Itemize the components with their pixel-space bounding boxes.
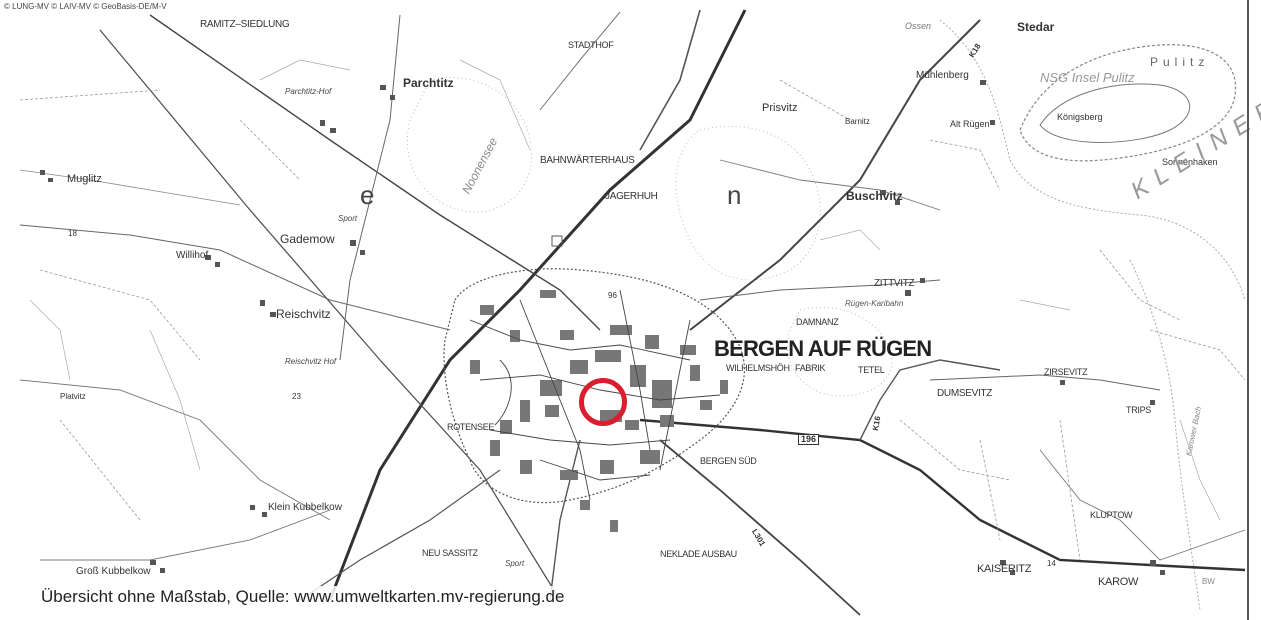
label-rotensee: ROTENSEE xyxy=(447,422,495,432)
label-zittvitz: ZITTVITZ xyxy=(874,278,915,289)
label-stadthof: STADTHOF xyxy=(568,40,614,50)
road-kluptow xyxy=(1039,449,1246,561)
dwelling-markers xyxy=(40,80,1165,575)
label-ossen: Ossen xyxy=(905,21,932,31)
elevation-18: 18 xyxy=(68,229,77,238)
road-muglitz xyxy=(19,169,241,206)
label-bahnwarterhaus: BAHNWÄRTERHAUS xyxy=(540,155,635,166)
copyright-note: © LUNG-MV © LAIV-MV © GeoBasis-DE/M-V xyxy=(4,2,167,11)
label-gademow: Gademow xyxy=(280,232,335,246)
label-reischvitz-hof: Reischvitz Hof xyxy=(285,357,337,366)
label-alt-rugen: Alt Rügen xyxy=(950,119,990,129)
label-damnanz: DAMNANZ xyxy=(796,317,839,327)
elevation-23: 23 xyxy=(292,392,301,401)
label-karow: KAROW xyxy=(1098,576,1139,588)
road-196 xyxy=(639,418,1246,572)
label-dumsevitz: DUMSEVITZ xyxy=(937,388,993,399)
label-rugen-karibahn: Rügen-Karibahn xyxy=(845,299,904,308)
road-buschvitz xyxy=(719,159,941,211)
label-buschvitz: Buschvitz xyxy=(846,189,903,203)
field-lines-2 xyxy=(29,59,1221,521)
road-east xyxy=(929,374,1161,391)
map-frame-border xyxy=(1247,0,1249,620)
railway-branch xyxy=(639,9,701,151)
label-wilhelmshoh: WILHELMSHÖH xyxy=(726,363,790,373)
road-south xyxy=(549,439,581,601)
label-prisvitz: Prisvitz xyxy=(762,102,798,114)
label-bw: BW xyxy=(1202,577,1215,586)
road-k18 xyxy=(689,19,981,331)
road-zittvitz xyxy=(699,279,941,301)
label-platvitz: Platvitz xyxy=(60,392,86,401)
road-k18-south xyxy=(859,359,1001,441)
road-kubbelkow xyxy=(40,509,331,561)
label-parchtitz-hof: Parchtitz-Hof xyxy=(285,87,332,96)
railway-northwest xyxy=(539,11,621,111)
island-outline xyxy=(1039,83,1191,143)
town-outline xyxy=(443,268,745,504)
label-parchtitz: Parchtitz xyxy=(403,76,454,90)
label-barnitz: Barnitz xyxy=(845,117,870,126)
label-zirsevitz: ZIRSEVITZ xyxy=(1044,367,1088,377)
label-bergen-sud: BERGEN SÜD xyxy=(700,456,757,466)
label-letter-e: e xyxy=(360,180,375,210)
label-jagerhuh: JAGERHUH xyxy=(605,191,658,202)
label-trips: TRIPS xyxy=(1126,405,1152,415)
label-muglitz: Muglitz xyxy=(67,173,102,185)
label-kluptow: KLUPTOW xyxy=(1090,510,1133,520)
label-nsg-insel-pulitz: NSG Insel Pulitz xyxy=(1040,70,1135,85)
forest-patch xyxy=(675,126,821,281)
label-sport: Sport xyxy=(338,214,358,223)
label-sport-south: Sport xyxy=(505,559,525,568)
label-stedar: Stedar xyxy=(1017,20,1055,34)
label-neu-sassitz: NEU SASSITZ xyxy=(422,548,478,558)
label-sonnenhaken: Sonnenhaken xyxy=(1162,157,1218,167)
location-marker-circle xyxy=(579,378,627,426)
road-southwest xyxy=(299,469,501,601)
label-klein-kubbelkow: Klein Kubbelkow xyxy=(268,502,342,513)
label-gross-kubbelkow: Groß Kubbelkow xyxy=(76,566,151,577)
road-northwest xyxy=(149,14,601,331)
label-reischvitz: Reischvitz xyxy=(276,307,331,321)
label-letter-n: n xyxy=(727,180,742,210)
label-konigsberg: Königsberg xyxy=(1057,112,1103,122)
label-fabrik: FABRIK xyxy=(795,363,826,373)
field-lines xyxy=(19,79,1246,561)
coastline xyxy=(939,19,1246,301)
label-tetel: TETEL xyxy=(858,365,885,375)
forest-patch-2 xyxy=(407,77,532,213)
road-l301 xyxy=(659,439,861,616)
road-west xyxy=(19,224,451,331)
road-west-2 xyxy=(19,379,331,521)
road-number-196: 196 xyxy=(798,434,820,445)
railway xyxy=(328,9,747,601)
road-north xyxy=(339,14,401,361)
road-number-96: 96 xyxy=(608,291,617,300)
road-west-diagonal xyxy=(99,29,561,601)
elevation-14: 14 xyxy=(1047,559,1056,568)
label-willihof: Willihof xyxy=(176,250,209,261)
label-neklade-ausbau: NEKLADE AUSBAU xyxy=(660,549,737,559)
lake-shore xyxy=(1019,44,1237,162)
label-muhlenberg: Mühlenberg xyxy=(916,70,969,81)
map-caption: Übersicht ohne Maßstab, Quelle: www.umwe… xyxy=(38,586,568,608)
label-bergen-auf-rugen: BERGEN AUF RÜGEN xyxy=(714,336,932,361)
label-pulitz: Pulitz xyxy=(1150,55,1210,69)
town-buildings xyxy=(470,290,728,532)
label-ramitz-siedlung: RAMITZ–SIEDLUNG xyxy=(200,19,290,30)
label-kaiseritz: KAISERITZ xyxy=(977,563,1032,575)
